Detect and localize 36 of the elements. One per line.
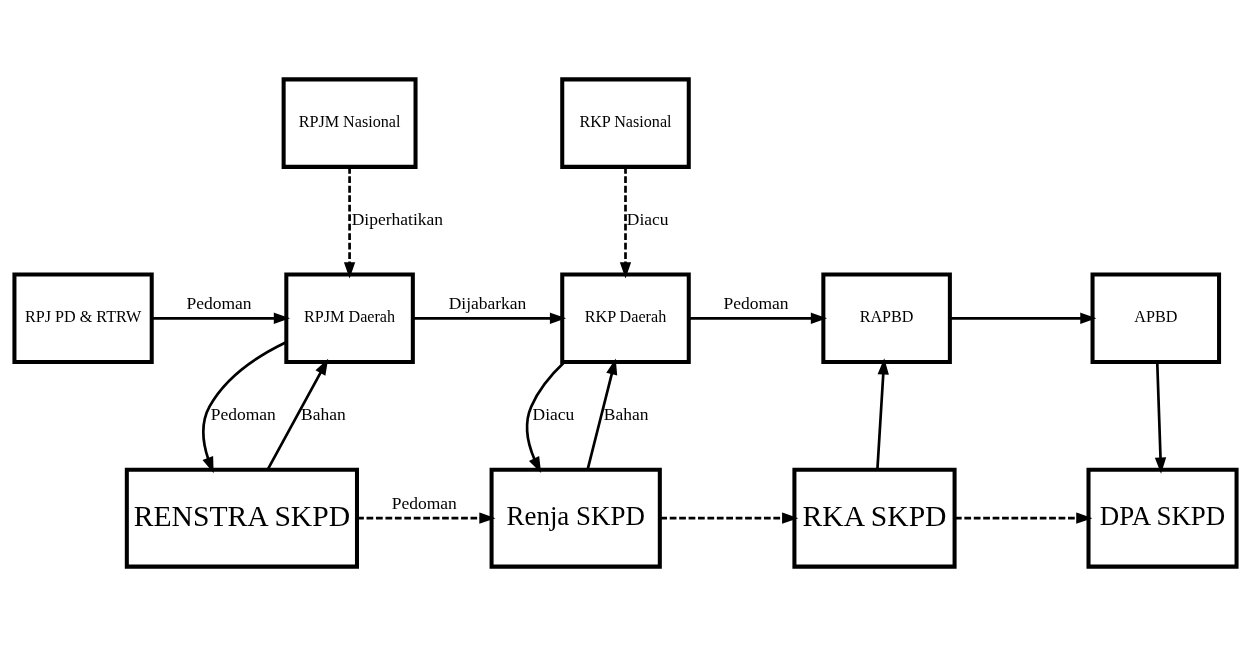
arrow	[412, 312, 567, 324]
edge-label: Diacu	[626, 208, 669, 229]
edge-label: Bahan	[603, 403, 649, 424]
arrow	[343, 166, 356, 278]
arrow	[1154, 361, 1167, 474]
arrow	[357, 512, 496, 524]
node-box: RKP Daerah	[560, 272, 691, 364]
node-box: RENSTRA SKPD	[124, 467, 359, 569]
arrow	[586, 357, 618, 470]
node-box: RPJM Nasional	[281, 76, 418, 169]
node-box: RKP Nasional	[560, 76, 691, 169]
node-box: RKA SKPD	[792, 467, 957, 569]
arrow	[152, 312, 290, 324]
arrow	[876, 357, 889, 470]
edge-label: Pedoman	[723, 292, 789, 313]
arrow	[619, 166, 632, 278]
edge-label: Pedoman	[186, 292, 252, 313]
arrow	[202, 340, 287, 473]
node-box: Renja SKPD	[489, 467, 662, 569]
edge-label: Diperhatikan	[351, 208, 443, 229]
edge-label: Dijabarkan	[448, 292, 527, 313]
arrow	[525, 360, 566, 473]
edge-label: Pedoman	[391, 492, 457, 513]
node-box: APBD	[1090, 272, 1222, 364]
edge-label: Diacu	[532, 403, 575, 424]
arrow	[689, 312, 828, 324]
node-box: RPJ PD & RTRW	[12, 272, 154, 364]
node-box: RPJM Daerah	[284, 272, 415, 364]
node-box: RAPBD	[821, 272, 952, 364]
arrow	[660, 512, 799, 524]
edge-label: Bahan	[301, 403, 346, 424]
edge-label: Pedoman	[210, 403, 276, 424]
arrow	[954, 512, 1093, 524]
arrow	[266, 358, 329, 470]
node-box: DPA SKPD	[1086, 467, 1239, 569]
arrow	[950, 312, 1097, 324]
